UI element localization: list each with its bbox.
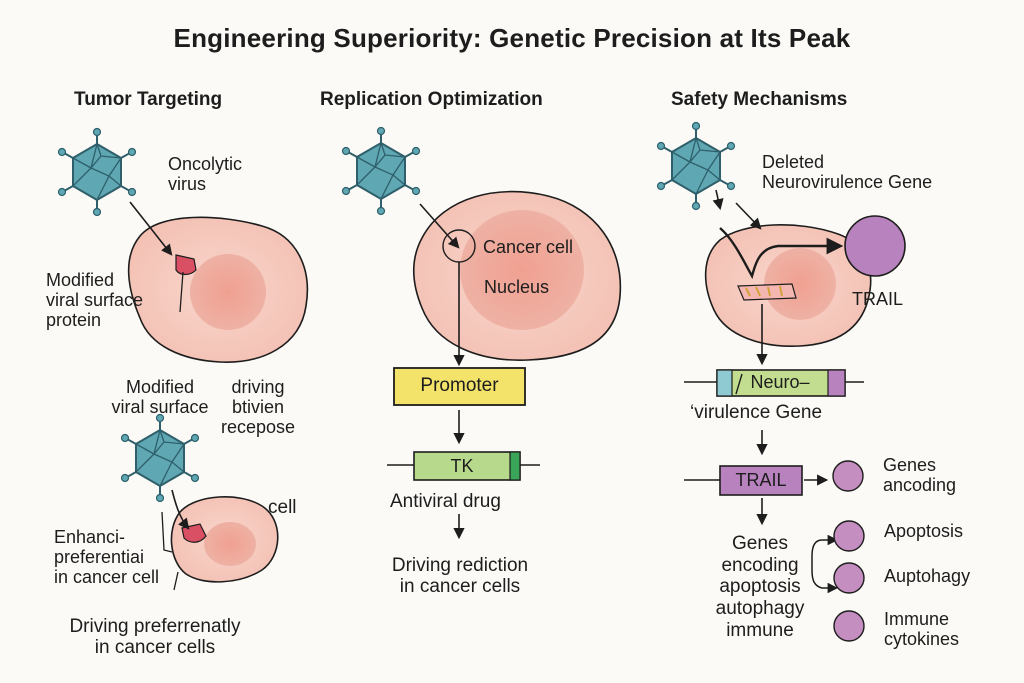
deleted-gene-arrow [735, 202, 762, 230]
cell-label: cell [268, 497, 297, 518]
promoter-box [393, 367, 526, 406]
deleted-gene-icon [737, 283, 797, 301]
virus-icon [57, 127, 137, 217]
modified-surface-label: Modified viral surface [111, 377, 209, 418]
neuro-box-label: Neuro– [750, 372, 810, 392]
surface-protein-label: Modified viral surface protein [46, 270, 144, 331]
autophagy-circle [833, 562, 865, 594]
neuro-slash [735, 373, 743, 395]
deleted-gene-label: Deleted Neurovirulence Gene [762, 152, 933, 193]
virus-to-cell-arrow-2 [171, 489, 190, 530]
virus-to-cell-arrow [129, 201, 173, 256]
oncolytic-virus-label: Oncolytic virus [168, 154, 243, 195]
heading-replication-optimization: Replication Optimization [320, 89, 543, 110]
middle-bottom-label: Driving rediction in cancer cells [391, 555, 529, 598]
heading-tumor-targeting: Tumor Targeting [74, 89, 223, 110]
promoter-label: Promoter [420, 375, 499, 396]
tk-tag [509, 451, 521, 481]
dna-strand [719, 227, 844, 280]
enhanced-label: Enhanci- preferentiai in cancer cell [54, 527, 160, 588]
neuro-gene-box [716, 369, 846, 397]
neuro-right-tag [827, 369, 846, 397]
page-title: Engineering Superiority: Genetic Precisi… [173, 23, 851, 53]
heading-safety-mechanisms: Safety Mechanisms [671, 89, 848, 110]
small-bracket [173, 571, 179, 591]
apoptosis-label: Apoptosis [884, 521, 964, 541]
trail-box-label: TRAIL [735, 470, 787, 490]
tk-label: TK [450, 456, 474, 476]
neuro-continued-label: ‘virulence Gene [690, 402, 823, 423]
left-bottom-label: Driving preferrenatly in cancer cells [69, 616, 241, 659]
antiviral-drug-label: Antiviral drug [390, 491, 501, 512]
right-cell-nucleus [764, 248, 836, 320]
deleted-gene-rungs [745, 285, 783, 297]
surface-protein-icon [175, 254, 197, 276]
virus-to-cell-arrow-3 [419, 203, 460, 249]
nucleus-label: Nucleus [484, 277, 550, 297]
large-cell-nucleus [460, 210, 584, 330]
neuro-left-tag [716, 369, 733, 397]
receptor-label: driving btivien recepose [220, 377, 296, 438]
immune-circle [833, 610, 865, 642]
immune-label: Immune cytokines [884, 609, 960, 650]
small-cell-nucleus [204, 522, 256, 566]
trail-box [719, 465, 803, 496]
cell-nucleus [190, 254, 266, 330]
right-bottom-label: Genes encoding apoptosis autophagy immun… [715, 533, 805, 641]
genes-encoding-label: Genes ancoding [883, 455, 957, 496]
apoptosis-circle [833, 520, 865, 552]
virus-icon-4 [656, 121, 736, 211]
bracket-arrows [811, 534, 839, 594]
virus-icon-3 [341, 126, 421, 216]
virus-icon-2 [120, 413, 200, 503]
protein-pointer-line [179, 271, 184, 313]
virus-to-cell-arrow-4 [712, 189, 724, 211]
enhanced-pointer-line [161, 511, 173, 553]
autophagy-label: Auptohagy [884, 566, 971, 586]
cancer-cell-label: Cancer cell [483, 237, 574, 257]
trail-top-label: TRAIL [852, 289, 904, 309]
genes-encoding-circle [832, 460, 864, 492]
trail-ball [844, 215, 906, 277]
